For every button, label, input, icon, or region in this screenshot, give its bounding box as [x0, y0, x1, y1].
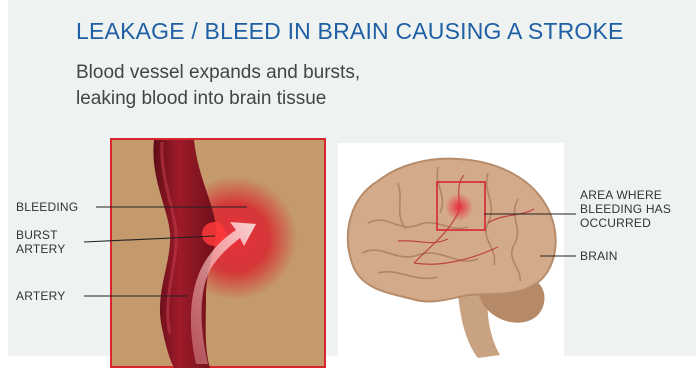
label-area-bleeding: AREA WHERE BLEEDING HAS OCCURRED	[580, 188, 671, 230]
label-area-line-2: BLEEDING HAS	[580, 202, 671, 216]
subtitle-line-1: Blood vessel expands and bursts,	[76, 60, 496, 86]
label-area-line-1: AREA WHERE	[580, 188, 671, 202]
brain-bleed-spot	[445, 193, 473, 221]
subtitle-line-2: leaking blood into brain tissue	[76, 86, 496, 112]
label-burst-artery-line-1: BURST	[16, 228, 65, 242]
label-bleeding: BLEEDING	[16, 200, 78, 214]
diagram-subtitle: Blood vessel expands and bursts, leaking…	[76, 60, 496, 112]
label-area-line-3: OCCURRED	[580, 216, 671, 230]
label-artery: ARTERY	[16, 289, 65, 303]
label-burst-artery: BURST ARTERY	[16, 228, 65, 256]
label-brain: BRAIN	[580, 249, 618, 263]
label-burst-artery-line-2: ARTERY	[16, 242, 65, 256]
burst-artery-illustration	[110, 138, 326, 368]
brain-illustration	[338, 143, 564, 368]
diagram-title: LEAKAGE / BLEED IN BRAIN CAUSING A STROK…	[76, 18, 624, 45]
